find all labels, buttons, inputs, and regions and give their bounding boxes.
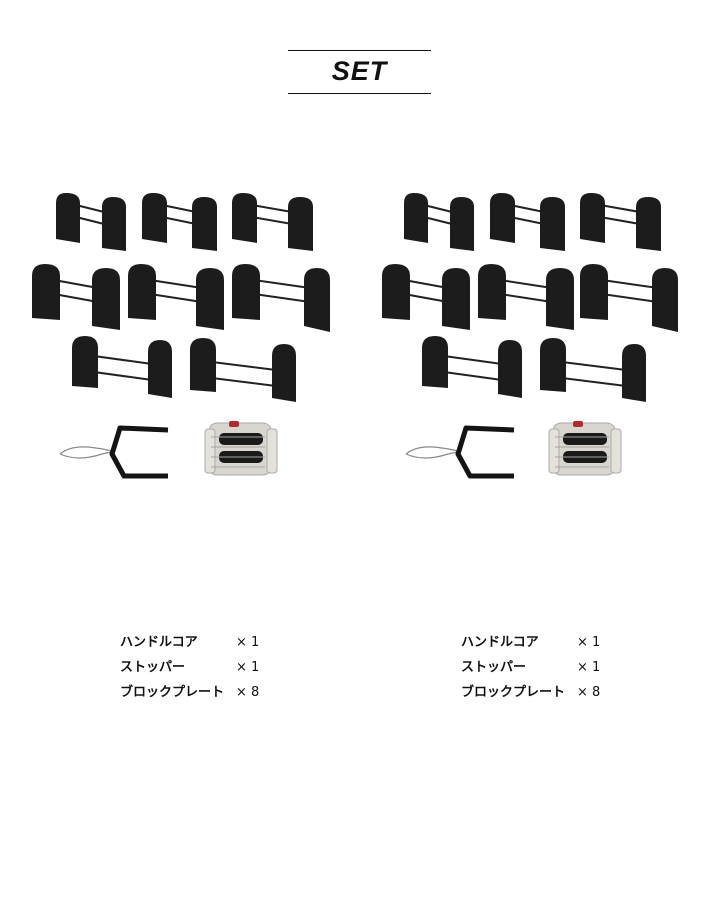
item-name: ストッパー (461, 660, 527, 675)
list-item: ストッパー × 1 (120, 655, 300, 680)
item-name: ブロックプレート (120, 685, 225, 700)
set-contents-left: ハンドルコア × 1 ストッパー × 1 ブロックプレート × 8 (120, 630, 300, 705)
item-name: ハンドルコア (120, 635, 198, 650)
handle-core-icon (204, 421, 278, 476)
set-contents-right: ハンドルコア × 1 ストッパー × 1 ブロックプレート × 8 (461, 630, 641, 705)
title-rule-top (288, 50, 431, 52)
list-item: ブロックプレート × 8 (461, 680, 641, 705)
block-plate (580, 193, 661, 251)
list-item: ハンドルコア × 1 (120, 630, 300, 655)
list-item: ハンドルコア × 1 (461, 630, 641, 655)
item-name: ハンドルコア (461, 635, 539, 650)
block-plates (32, 193, 330, 402)
item-name: ストッパー (120, 660, 186, 675)
block-plate (142, 193, 217, 251)
block-plate (32, 264, 120, 330)
block-plate (540, 338, 646, 402)
block-plate (128, 264, 224, 330)
title-rule-bottom (288, 92, 431, 94)
block-plate (56, 193, 126, 251)
item-quantity: × 1 (236, 635, 260, 650)
block-plate (404, 193, 474, 251)
block-plate (490, 193, 565, 251)
block-plates (382, 193, 678, 402)
item-quantity: × 8 (577, 685, 601, 700)
item-quantity: × 1 (577, 635, 601, 650)
set-illustration-right (368, 180, 678, 500)
block-plate (422, 336, 522, 398)
item-quantity: × 1 (236, 660, 260, 675)
block-plate (190, 338, 296, 402)
item-quantity: × 1 (577, 660, 601, 675)
list-item: ストッパー × 1 (461, 655, 641, 680)
block-plate (580, 264, 678, 332)
item-name: ブロックプレート (461, 685, 566, 700)
section-title: SET (288, 50, 431, 94)
set-illustration-left (20, 180, 330, 500)
page-title: SET (331, 56, 388, 86)
block-plate (232, 264, 330, 332)
block-plate (72, 336, 172, 398)
item-quantity: × 8 (236, 685, 260, 700)
block-plate (232, 193, 313, 251)
stopper-icon (59, 425, 169, 479)
block-plate (478, 264, 574, 330)
stopper-icon (405, 425, 515, 479)
list-item: ブロックプレート × 8 (120, 680, 300, 705)
block-plate (382, 264, 470, 330)
handle-core-icon (548, 421, 622, 476)
